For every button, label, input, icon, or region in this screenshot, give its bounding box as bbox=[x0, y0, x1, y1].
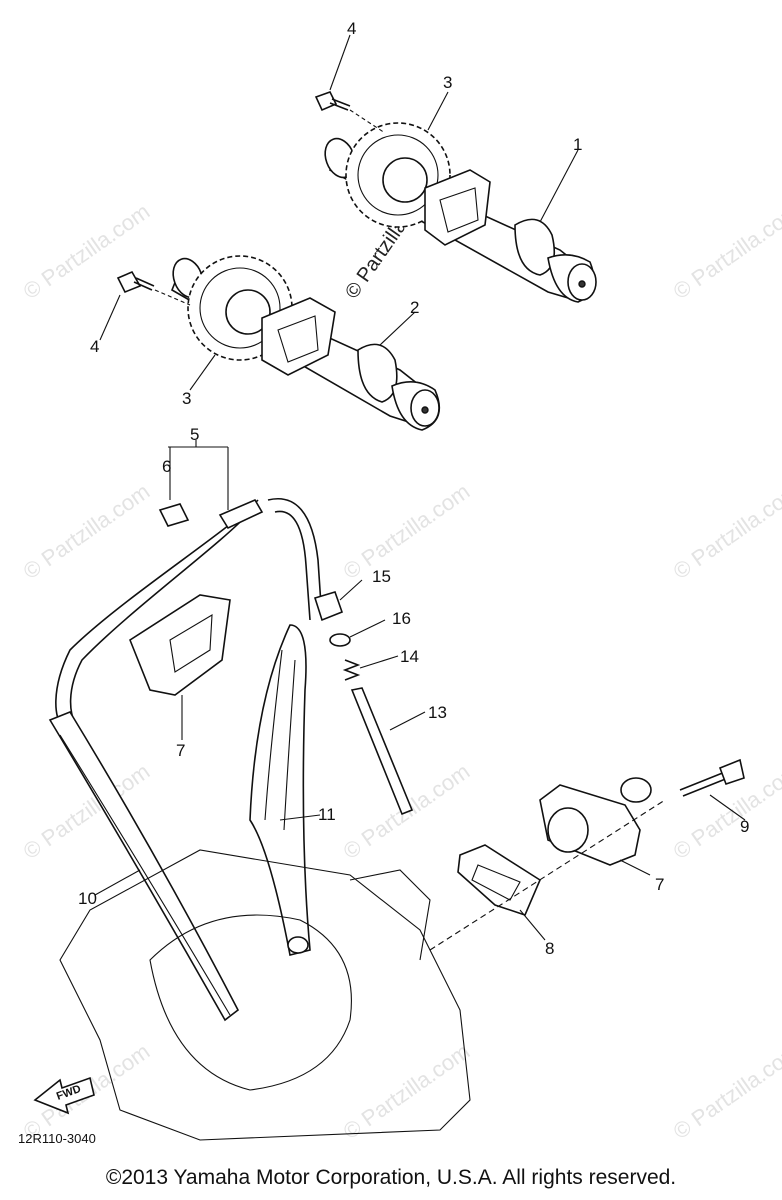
callout-labels: 4 3 1 2 4 3 5 6 7 15 16 14 13 11 10 9 7 … bbox=[78, 19, 749, 958]
bolt-13 bbox=[313, 579, 363, 622]
callout-10: 9 bbox=[740, 817, 749, 836]
rod-14 bbox=[350, 687, 426, 816]
leader-2 bbox=[379, 311, 416, 346]
leader-4-upper bbox=[329, 34, 351, 91]
callout-2: 2 bbox=[410, 298, 419, 317]
tensioner-8 bbox=[539, 777, 652, 876]
callout-1: 1 bbox=[573, 135, 582, 154]
camshaft-1 bbox=[324, 122, 597, 303]
callout-8: 7 bbox=[655, 875, 664, 894]
watermark: © Partzilla.com bbox=[339, 479, 475, 585]
washer-16 bbox=[329, 619, 386, 647]
callout-7: 7 bbox=[176, 741, 185, 760]
callout-15: 14 bbox=[400, 647, 419, 666]
guide-12 bbox=[249, 624, 321, 956]
diagram-code: 12R110-3040 bbox=[18, 1131, 96, 1146]
callout-12: 11 bbox=[318, 805, 336, 824]
bracket-5 bbox=[168, 440, 229, 510]
callout-11: 10 bbox=[78, 889, 97, 908]
callout-3-lower: 3 bbox=[182, 389, 191, 408]
callout-5: 5 bbox=[190, 425, 199, 444]
fwd-arrow-icon: FWD bbox=[33, 1076, 95, 1115]
engine-case bbox=[59, 849, 471, 1141]
bolt-10 bbox=[679, 758, 746, 821]
chain-guide-7 bbox=[129, 594, 231, 740]
watermark: © Partzilla.com bbox=[669, 1039, 782, 1145]
leader-3-upper bbox=[427, 91, 449, 131]
callout-9: 8 bbox=[545, 939, 554, 958]
copyright-notice: ©2013 Yamaha Motor Corporation, U.S.A. A… bbox=[105, 1166, 677, 1189]
callout-4-upper: 4 bbox=[347, 19, 356, 38]
watermark: © Partzilla.com bbox=[669, 199, 782, 305]
bolt-4-lower bbox=[116, 270, 191, 306]
camshaft-2 bbox=[170, 255, 441, 431]
callout-3-upper: 3 bbox=[443, 73, 452, 92]
bolt-4-upper bbox=[314, 91, 386, 134]
callout-13: 15 bbox=[372, 567, 391, 586]
watermark: © Partzilla.com bbox=[669, 479, 782, 585]
watermark: © Partzilla.com bbox=[19, 479, 155, 585]
callout-4-lower: 4 bbox=[90, 337, 99, 356]
callout-6: 6 bbox=[162, 457, 171, 476]
leader-1 bbox=[539, 149, 579, 223]
timing-chain bbox=[55, 498, 323, 726]
alignment-line bbox=[429, 799, 666, 951]
callout-16: 16 bbox=[392, 609, 411, 628]
spring-15 bbox=[342, 655, 399, 681]
watermark: © Partzilla.com bbox=[339, 1039, 475, 1145]
callout-14: 13 bbox=[428, 703, 447, 722]
guide-11 bbox=[48, 711, 240, 1022]
gasket-9 bbox=[457, 844, 546, 941]
leader-4-lower bbox=[99, 294, 121, 341]
leader-3-lower bbox=[189, 354, 216, 391]
